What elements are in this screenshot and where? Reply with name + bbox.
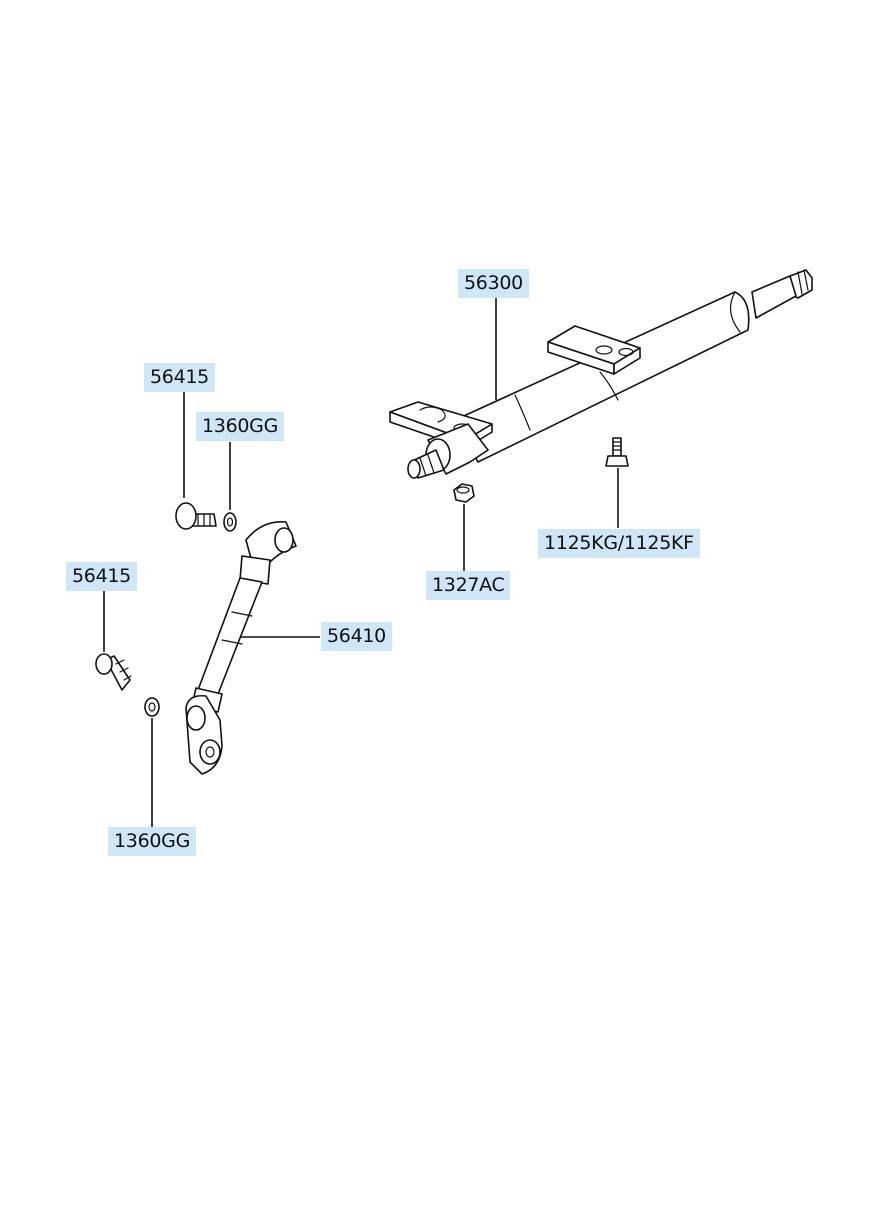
bolt-lower [95,653,132,691]
label-56415-upper: 56415 [144,363,215,392]
label-56415-lower: 56415 [66,562,137,591]
label-56300: 56300 [458,269,529,298]
stud-bolt [605,437,629,467]
hex-nut [453,483,475,503]
steering-column-assembly [389,269,813,479]
label-1360gg-upper: 1360GG [196,412,284,441]
washer-lower [144,697,160,717]
label-56410: 56410 [321,622,392,651]
universal-joint-shaft [185,521,297,775]
bolt-upper [175,502,217,530]
washer-upper [223,512,237,532]
label-1327ac: 1327AC [426,571,511,600]
label-1360gg-lower: 1360GG [108,827,196,856]
label-1125kg-1125kf: 1125KG/1125KF [538,529,700,558]
